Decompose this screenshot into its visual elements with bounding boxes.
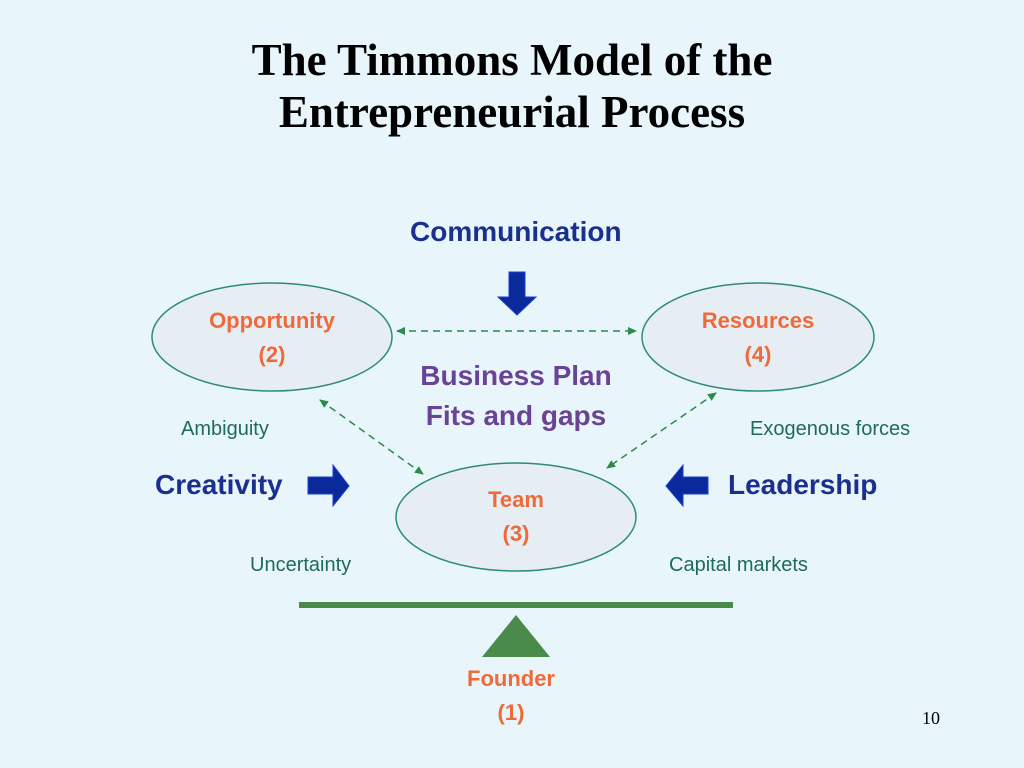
team-label: Team	[488, 487, 544, 512]
resources-node: Resources (4)	[658, 304, 858, 372]
opportunity-team-connector	[319, 399, 424, 475]
team-ellipse	[395, 462, 637, 572]
leadership-label: Leadership	[728, 469, 878, 500]
capital-markets-label: Capital markets	[669, 554, 808, 576]
opportunity-label: Opportunity	[209, 308, 335, 333]
opportunity-number: (2)	[258, 342, 286, 367]
fulcrum-triangle	[482, 615, 550, 657]
creativity-label: Creativity	[155, 469, 283, 500]
ambiguity-label: Ambiguity	[181, 418, 269, 440]
opportunity-node: Opportunity (2)	[172, 304, 372, 372]
resources-number: (4)	[744, 342, 772, 367]
business-plan-text: Business Plan Fits and gaps	[386, 356, 646, 436]
communication-label: Communication	[410, 216, 622, 247]
creativity-right-arrow	[307, 463, 350, 508]
slide-title-line-1: The Timmons Model of the	[251, 35, 773, 85]
communication-down-arrow	[496, 271, 538, 316]
resources-label: Resources	[701, 308, 815, 333]
balance-beam	[299, 602, 733, 608]
team-node: Team (3)	[416, 483, 616, 551]
business-plan-line-2: Fits and gaps	[425, 400, 607, 431]
leadership-left-arrow	[665, 463, 709, 508]
exogenous-forces-label: Exogenous forces	[750, 418, 911, 440]
opportunity-ellipse	[151, 282, 393, 392]
page-number: 10	[922, 708, 940, 728]
resources-team-connector	[606, 392, 717, 469]
slide-title-line-2: Entrepreneurial Process	[278, 87, 746, 137]
founder-label: Founder	[467, 666, 555, 691]
team-number: (3)	[502, 521, 530, 546]
resources-ellipse	[641, 282, 875, 392]
uncertainty-label: Uncertainty	[250, 554, 352, 576]
founder-node: Founder (1)	[411, 662, 611, 730]
business-plan-line-1: Business Plan	[420, 360, 612, 391]
slide-title: The Timmons Model of the Entrepreneurial…	[0, 34, 1024, 138]
founder-number: (1)	[497, 700, 525, 725]
